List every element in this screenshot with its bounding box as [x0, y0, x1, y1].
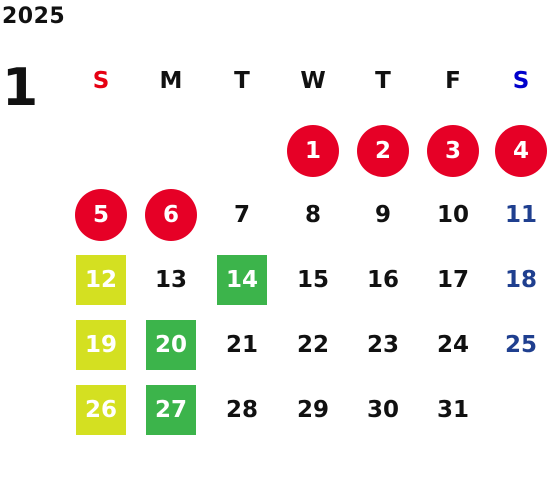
day-cell-31[interactable]: 31: [436, 397, 469, 423]
day-cell-27[interactable]: 27: [146, 385, 196, 435]
day-cell-15[interactable]: 15: [296, 267, 329, 293]
day-cell-25[interactable]: 25: [504, 332, 537, 358]
day-cell-20[interactable]: 20: [146, 320, 196, 370]
day-cell-3[interactable]: 3: [427, 125, 479, 177]
day-cell-7[interactable]: 7: [233, 202, 250, 228]
day-cell-10[interactable]: 10: [436, 202, 469, 228]
day-cell-5[interactable]: 5: [75, 189, 127, 241]
day-cell-17[interactable]: 17: [436, 267, 469, 293]
weekday-header-sunday: S: [92, 68, 110, 94]
day-cell-30[interactable]: 30: [366, 397, 399, 423]
day-cell-11[interactable]: 11: [504, 202, 537, 228]
day-cell-1[interactable]: 1: [287, 125, 339, 177]
day-cell-28[interactable]: 28: [225, 397, 258, 423]
day-cell-21[interactable]: 21: [225, 332, 258, 358]
calendar-month: 1: [2, 58, 39, 118]
weekday-header-thursday: T: [375, 68, 391, 94]
day-cell-19[interactable]: 19: [76, 320, 126, 370]
day-cell-23[interactable]: 23: [366, 332, 399, 358]
day-cell-16[interactable]: 16: [366, 267, 399, 293]
weekday-header-saturday: S: [512, 68, 530, 94]
day-cell-22[interactable]: 22: [296, 332, 329, 358]
day-cell-4[interactable]: 4: [495, 125, 547, 177]
weekday-header-friday: F: [445, 68, 461, 94]
day-cell-9[interactable]: 9: [374, 202, 391, 228]
day-cell-6[interactable]: 6: [145, 189, 197, 241]
weekday-header-tuesday: T: [234, 68, 250, 94]
day-cell-12[interactable]: 12: [76, 255, 126, 305]
day-cell-26[interactable]: 26: [76, 385, 126, 435]
calendar-year: 2025: [2, 4, 66, 29]
weekday-header-monday: M: [159, 68, 183, 94]
day-cell-18[interactable]: 18: [504, 267, 537, 293]
day-cell-14[interactable]: 14: [217, 255, 267, 305]
day-cell-13[interactable]: 13: [154, 267, 187, 293]
day-cell-8[interactable]: 8: [304, 202, 321, 228]
day-cell-29[interactable]: 29: [296, 397, 329, 423]
weekday-header-wednesday: W: [300, 68, 326, 94]
day-cell-2[interactable]: 2: [357, 125, 409, 177]
day-cell-24[interactable]: 24: [436, 332, 469, 358]
